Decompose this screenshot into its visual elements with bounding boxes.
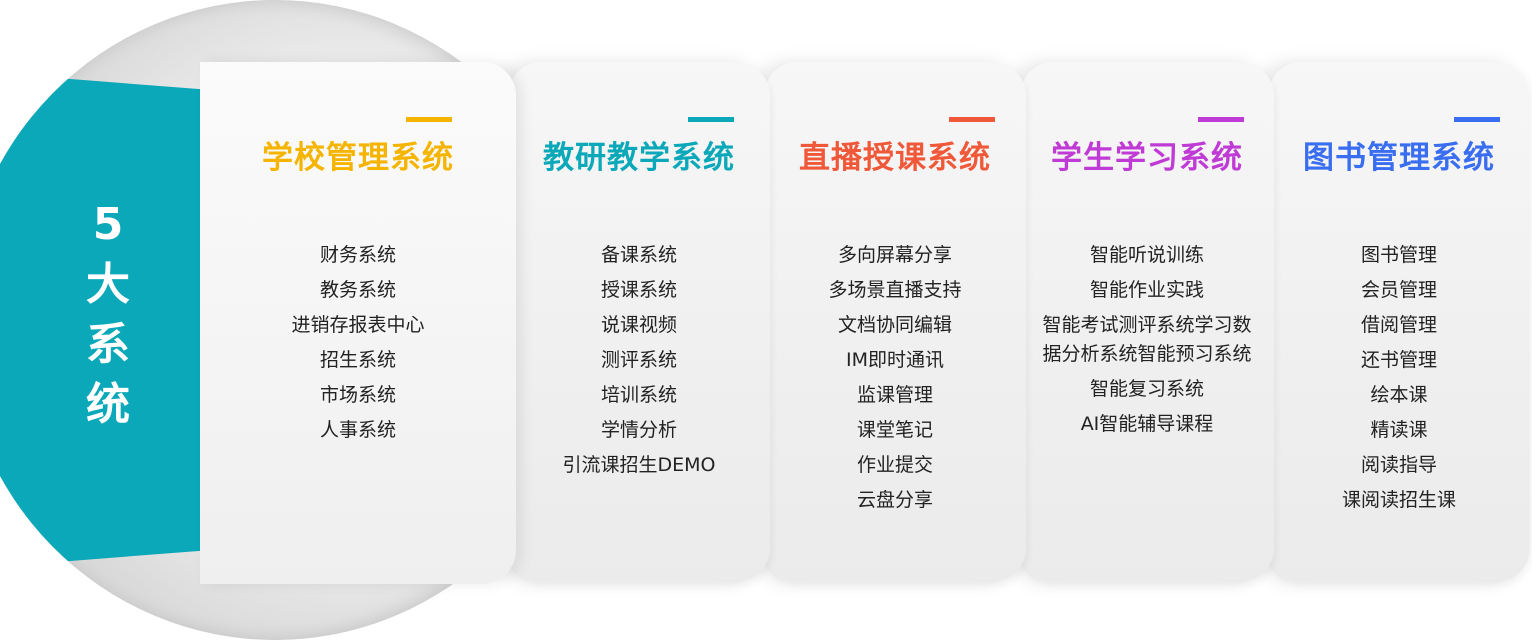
- card-accent-bar: [1198, 117, 1244, 122]
- teal-band: [0, 72, 205, 567]
- card-accent-bar: [688, 117, 734, 122]
- list-item: 智能听说训练: [1089, 244, 1204, 266]
- side-label-char: 统: [86, 379, 130, 430]
- list-item: 课阅读招生课: [1341, 489, 1456, 511]
- card-student-learning-system: 学生学习系统 智能听说训练 智能作业实践 智能考试测评系统学习数据分析系统智能预…: [1020, 62, 1274, 582]
- card-title: 学校管理系统: [262, 140, 454, 176]
- card-title: 直播授课系统: [799, 140, 991, 176]
- card-title: 学生学习系统: [1051, 140, 1243, 176]
- list-item: AI智能辅导课程: [1080, 413, 1214, 435]
- feature-list: 多向屏幕分享 多场景直播支持 文档协同编辑 IM即时通讯 监课管理 课堂笔记 作…: [764, 238, 1026, 518]
- feature-list: 智能听说训练 智能作业实践 智能考试测评系统学习数据分析系统智能预习系统 智能复…: [1020, 238, 1274, 442]
- card-accent-bar: [949, 117, 995, 122]
- card-accent-bar: [1454, 117, 1500, 122]
- list-item: 作业提交: [856, 454, 933, 476]
- list-item: 文档协同编辑: [837, 314, 952, 336]
- list-item: 人事系统: [319, 419, 396, 441]
- list-item: 还书管理: [1360, 349, 1437, 371]
- list-item: 监课管理: [856, 384, 933, 406]
- side-label-char: 大: [86, 259, 130, 310]
- list-item: 会员管理: [1360, 279, 1437, 301]
- list-item: 市场系统: [319, 384, 396, 406]
- list-item: 引流课招生DEMO: [562, 454, 716, 476]
- list-item: 培训系统: [600, 384, 677, 406]
- list-item: 进销存报表中心: [291, 314, 425, 336]
- list-item: IM即时通讯: [846, 349, 944, 371]
- list-item: 学情分析: [600, 419, 677, 441]
- list-item: 财务系统: [319, 244, 396, 266]
- list-item: 智能作业实践: [1089, 279, 1204, 301]
- card-title: 图书管理系统: [1303, 140, 1495, 176]
- side-label-char: 5: [92, 199, 124, 250]
- card-teaching-research-system: 教研教学系统 备课系统 授课系统 说课视频 测评系统 培训系统 学情分析 引流课…: [508, 62, 770, 582]
- list-item: 借阅管理: [1360, 314, 1437, 336]
- card-title: 教研教学系统: [543, 140, 735, 176]
- feature-list: 备课系统 授课系统 说课视频 测评系统 培训系统 学情分析 引流课招生DEMO: [508, 238, 770, 483]
- list-item: 多场景直播支持: [828, 279, 962, 301]
- list-item: 绘本课: [1370, 384, 1428, 406]
- list-item: 授课系统: [600, 279, 677, 301]
- list-item: 测评系统: [600, 349, 677, 371]
- list-item: 图书管理: [1360, 244, 1437, 266]
- list-item: 阅读指导: [1360, 454, 1437, 476]
- list-item: 说课视频: [600, 314, 677, 336]
- card-library-system: 图书管理系统 图书管理 会员管理 借阅管理 还书管理 绘本课 精读课 阅读指导 …: [1268, 62, 1530, 582]
- list-item: 备课系统: [600, 244, 677, 266]
- card-live-teaching-system: 直播授课系统 多向屏幕分享 多场景直播支持 文档协同编辑 IM即时通讯 监课管理…: [764, 62, 1026, 582]
- list-item: 课堂笔记: [856, 419, 933, 441]
- list-item: 多向屏幕分享: [837, 244, 952, 266]
- list-item: 智能复习系统: [1089, 378, 1204, 400]
- card-school-management-system: 学校管理系统 财务系统 教务系统 进销存报表中心 招生系统 市场系统 人事系统: [200, 62, 516, 584]
- feature-list: 财务系统 教务系统 进销存报表中心 招生系统 市场系统 人事系统: [200, 238, 516, 448]
- card-accent-bar: [406, 117, 452, 122]
- five-systems-label: 5 大 系 统: [78, 195, 138, 435]
- side-label-char: 系: [86, 319, 130, 370]
- list-item: 招生系统: [319, 349, 396, 371]
- list-item: 云盘分享: [856, 489, 933, 511]
- list-item: 智能考试测评系统学习数据分析系统智能预习系统: [1042, 314, 1252, 365]
- list-item: 精读课: [1370, 419, 1428, 441]
- list-item: 教务系统: [319, 279, 396, 301]
- feature-list: 图书管理 会员管理 借阅管理 还书管理 绘本课 精读课 阅读指导 课阅读招生课: [1268, 238, 1530, 518]
